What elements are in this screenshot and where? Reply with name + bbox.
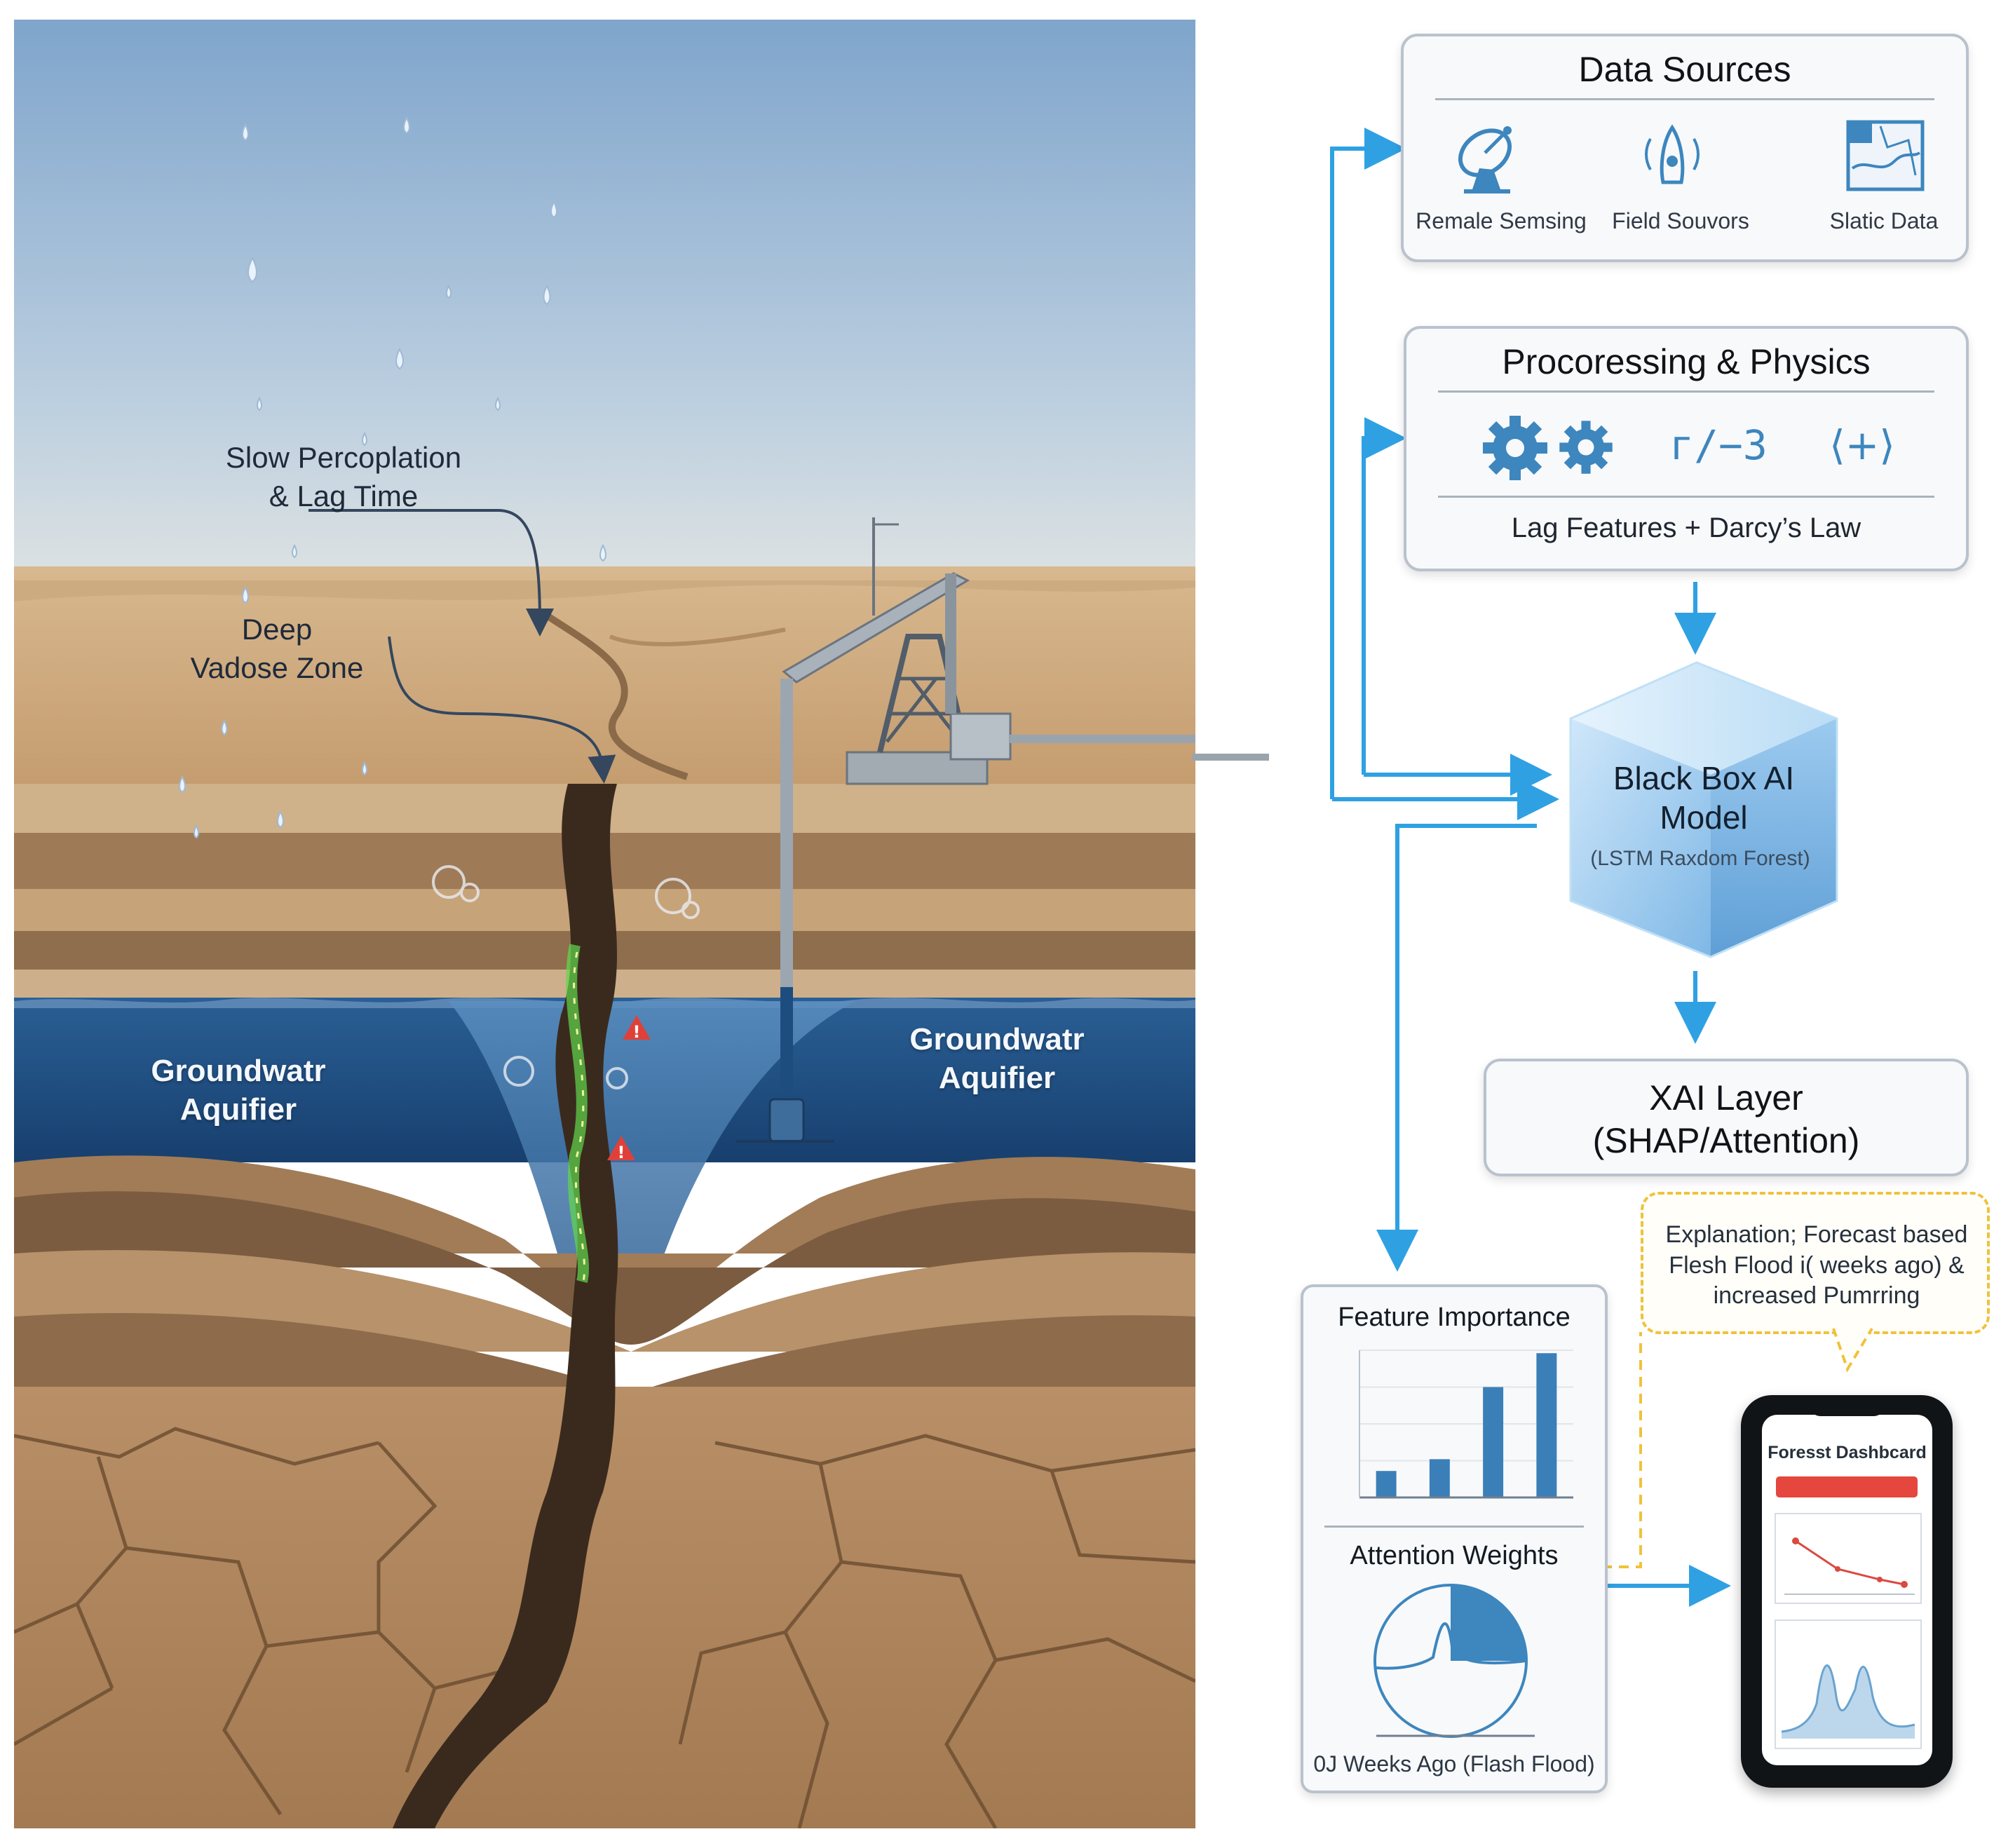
fissure (393, 784, 618, 1828)
pump-rig (736, 517, 1195, 1143)
xai-layer-box: XAI Layer (SHAP/Attention) (1484, 1059, 1969, 1176)
explanation-callout: Explanation; Forecast based Flesh Flood … (1641, 1192, 1990, 1334)
gear-icon (1557, 419, 1615, 480)
sky (14, 20, 1195, 580)
feature-bar (1376, 1471, 1397, 1497)
formula-text: г/−3 (1669, 421, 1768, 469)
dashboard-title: Foresst Dashbcard (1768, 1443, 1927, 1462)
processing-caption: Lag Features + Darcy’s Law (1511, 512, 1861, 543)
percolation-label-line: & Lag Time (269, 480, 419, 513)
callout-line: increased Pumrring (1713, 1282, 1920, 1310)
gear-icon (1480, 413, 1550, 487)
cone-of-depression (449, 1001, 855, 1322)
feature-bar (1483, 1387, 1504, 1497)
model-title: Black Box AI Model (1585, 759, 1823, 837)
xai-title-line: (SHAP/Attention) (1592, 1121, 1860, 1160)
forecast-area-chart (1775, 1619, 1922, 1749)
xai-title-line: XAI Layer (1649, 1078, 1803, 1117)
callout-line: Explanation; Forecast based (1665, 1221, 1968, 1248)
aquifer-label-left: Groundwatr Aquifier (126, 1052, 351, 1129)
attention-weights-chart (1373, 1584, 1535, 1738)
model-subtitle: (LSTM Raxdom Forest) (1590, 847, 1810, 870)
aquifer-label-line: Groundwatr (909, 1022, 1085, 1057)
divider (1324, 1526, 1584, 1528)
callout-text: Explanation; Forecast based Flesh Flood … (1659, 1220, 1974, 1312)
data-sources-box: Data Sources Remale Semsing Field Souvor… (1401, 34, 1969, 262)
vadose-zone-label: Deep Vadose Zone (161, 610, 393, 688)
svg-text:!: ! (618, 1143, 625, 1162)
aquifer-label-line: Aquifier (179, 1092, 297, 1127)
vadose-label-line: Deep (241, 613, 313, 646)
warning-icon: ! (623, 1015, 651, 1042)
divider (1435, 98, 1934, 100)
callout-line: Flesh Flood i( weeks ago) & (1669, 1251, 1965, 1279)
phone-notch (1810, 1401, 1884, 1416)
feature-bar (1429, 1459, 1450, 1497)
black-box-model-cube (1556, 655, 1851, 967)
xai-title: XAI Layer (SHAP/Attention) (1486, 1077, 1966, 1162)
raindrops (179, 116, 606, 839)
bracket-text: ⟨+⟩ (1829, 421, 1895, 469)
attention-weights-title: Attention Weights (1350, 1541, 1559, 1570)
map-icon (1845, 119, 1926, 196)
aquifer-label-right: Groundwatr Aquifier (885, 1020, 1109, 1097)
aquifer-label-line: Aquifier (938, 1061, 1056, 1095)
field-sensors-label: Field Souvors (1612, 208, 1749, 233)
feature-bar (1536, 1353, 1557, 1497)
model-title-line: Black Box AI (1613, 760, 1795, 796)
processing-box: Procoressing & Physics (1404, 326, 1969, 571)
callout-pointer (1832, 1327, 1873, 1373)
explanation-panel: Feature Importance Attention Weights 0J … (1301, 1284, 1608, 1793)
divider (1438, 390, 1934, 393)
forecast-line-chart (1775, 1513, 1922, 1604)
divider (1438, 496, 1934, 498)
data-sources-title: Data Sources (1578, 50, 1791, 89)
geology-scene: ! ! (14, 20, 1195, 1828)
remote-sensing-label: Remale Semsing (1416, 208, 1587, 233)
sensor-icon (1641, 119, 1704, 200)
warning-icon: ! (607, 1136, 635, 1162)
svg-text:!: ! (633, 1022, 641, 1042)
model-title-line: Model (1660, 799, 1748, 836)
percolation-label-line: Slow Percoplation (225, 441, 462, 474)
feature-importance-chart (1359, 1350, 1573, 1499)
phone-screen: Foresst Dashbcard (1762, 1415, 1932, 1765)
percolation-label: Slow Percoplation & Lag Time (217, 438, 470, 516)
vadose-label-line: Vadose Zone (190, 651, 364, 685)
aquifer-label-line: Groundwatr (151, 1054, 326, 1088)
static-data-label: Slatic Data (1829, 208, 1939, 233)
alert-banner (1776, 1476, 1918, 1497)
satellite-dish-icon (1451, 119, 1528, 200)
attention-caption: 0J Weeks Ago (Flash Flood) (1313, 1751, 1595, 1776)
feature-importance-title: Feature Importance (1338, 1303, 1571, 1332)
geology-illustration: ! ! (14, 20, 1195, 1828)
processing-title: Procoressing & Physics (1502, 342, 1871, 381)
